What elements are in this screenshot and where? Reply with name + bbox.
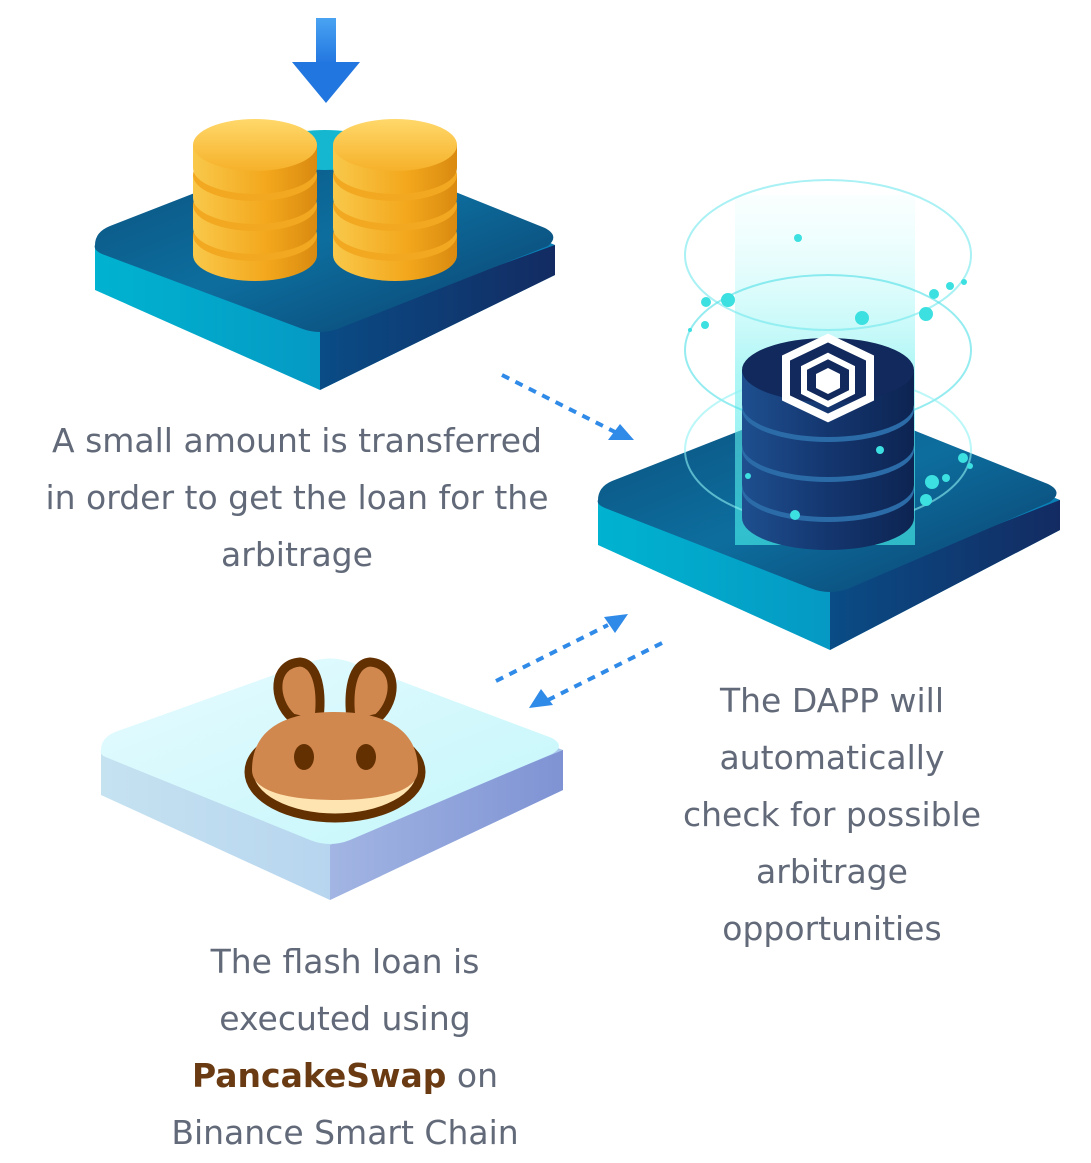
dapp-caption-line-3: check for possible xyxy=(682,795,982,834)
flash-loan-caption-line-3: PancakeSwap on xyxy=(120,1047,570,1104)
dapp-caption-line-4: arbitrage xyxy=(756,852,908,891)
flash-loan-caption-line-2: executed using xyxy=(219,999,471,1038)
transfer-caption-line-1: A small amount is transferred xyxy=(52,421,542,460)
dapp-caption-line-2: automatically xyxy=(719,738,945,777)
coin-stack-icon xyxy=(193,119,457,281)
flash-loan-caption: The flash loan is executed using Pancake… xyxy=(120,933,570,1161)
down-arrow-icon xyxy=(292,18,360,103)
coins-platform xyxy=(94,130,555,390)
flash-loan-caption-line-1: The flash loan is xyxy=(210,942,480,981)
transfer-caption-line-2: in order to get the loan for the xyxy=(45,478,549,517)
dapp-caption: The DAPP will automatically check for po… xyxy=(642,672,1022,957)
dashed-arrow-to-dapp xyxy=(501,373,634,440)
sparkle-dots xyxy=(688,234,973,520)
transfer-caption: A small amount is transferred in order t… xyxy=(12,412,582,583)
pancakeswap-link[interactable]: PancakeSwap xyxy=(191,1056,447,1095)
dapp-caption-line-5: opportunities xyxy=(722,909,942,948)
dapp-caption-line-1: The DAPP will xyxy=(719,681,945,720)
pancakeswap-bunny-icon xyxy=(244,657,426,823)
dashed-arrow-to-dapp-from-pancake xyxy=(495,614,628,683)
hexagon-logo-icon xyxy=(782,333,874,423)
flash-loan-caption-line-4: Binance Smart Chain xyxy=(171,1113,519,1152)
transfer-caption-line-3: arbitrage xyxy=(221,535,373,574)
flash-loan-on-text: on xyxy=(446,1056,499,1095)
dashed-arrow-to-pancake xyxy=(529,641,663,708)
